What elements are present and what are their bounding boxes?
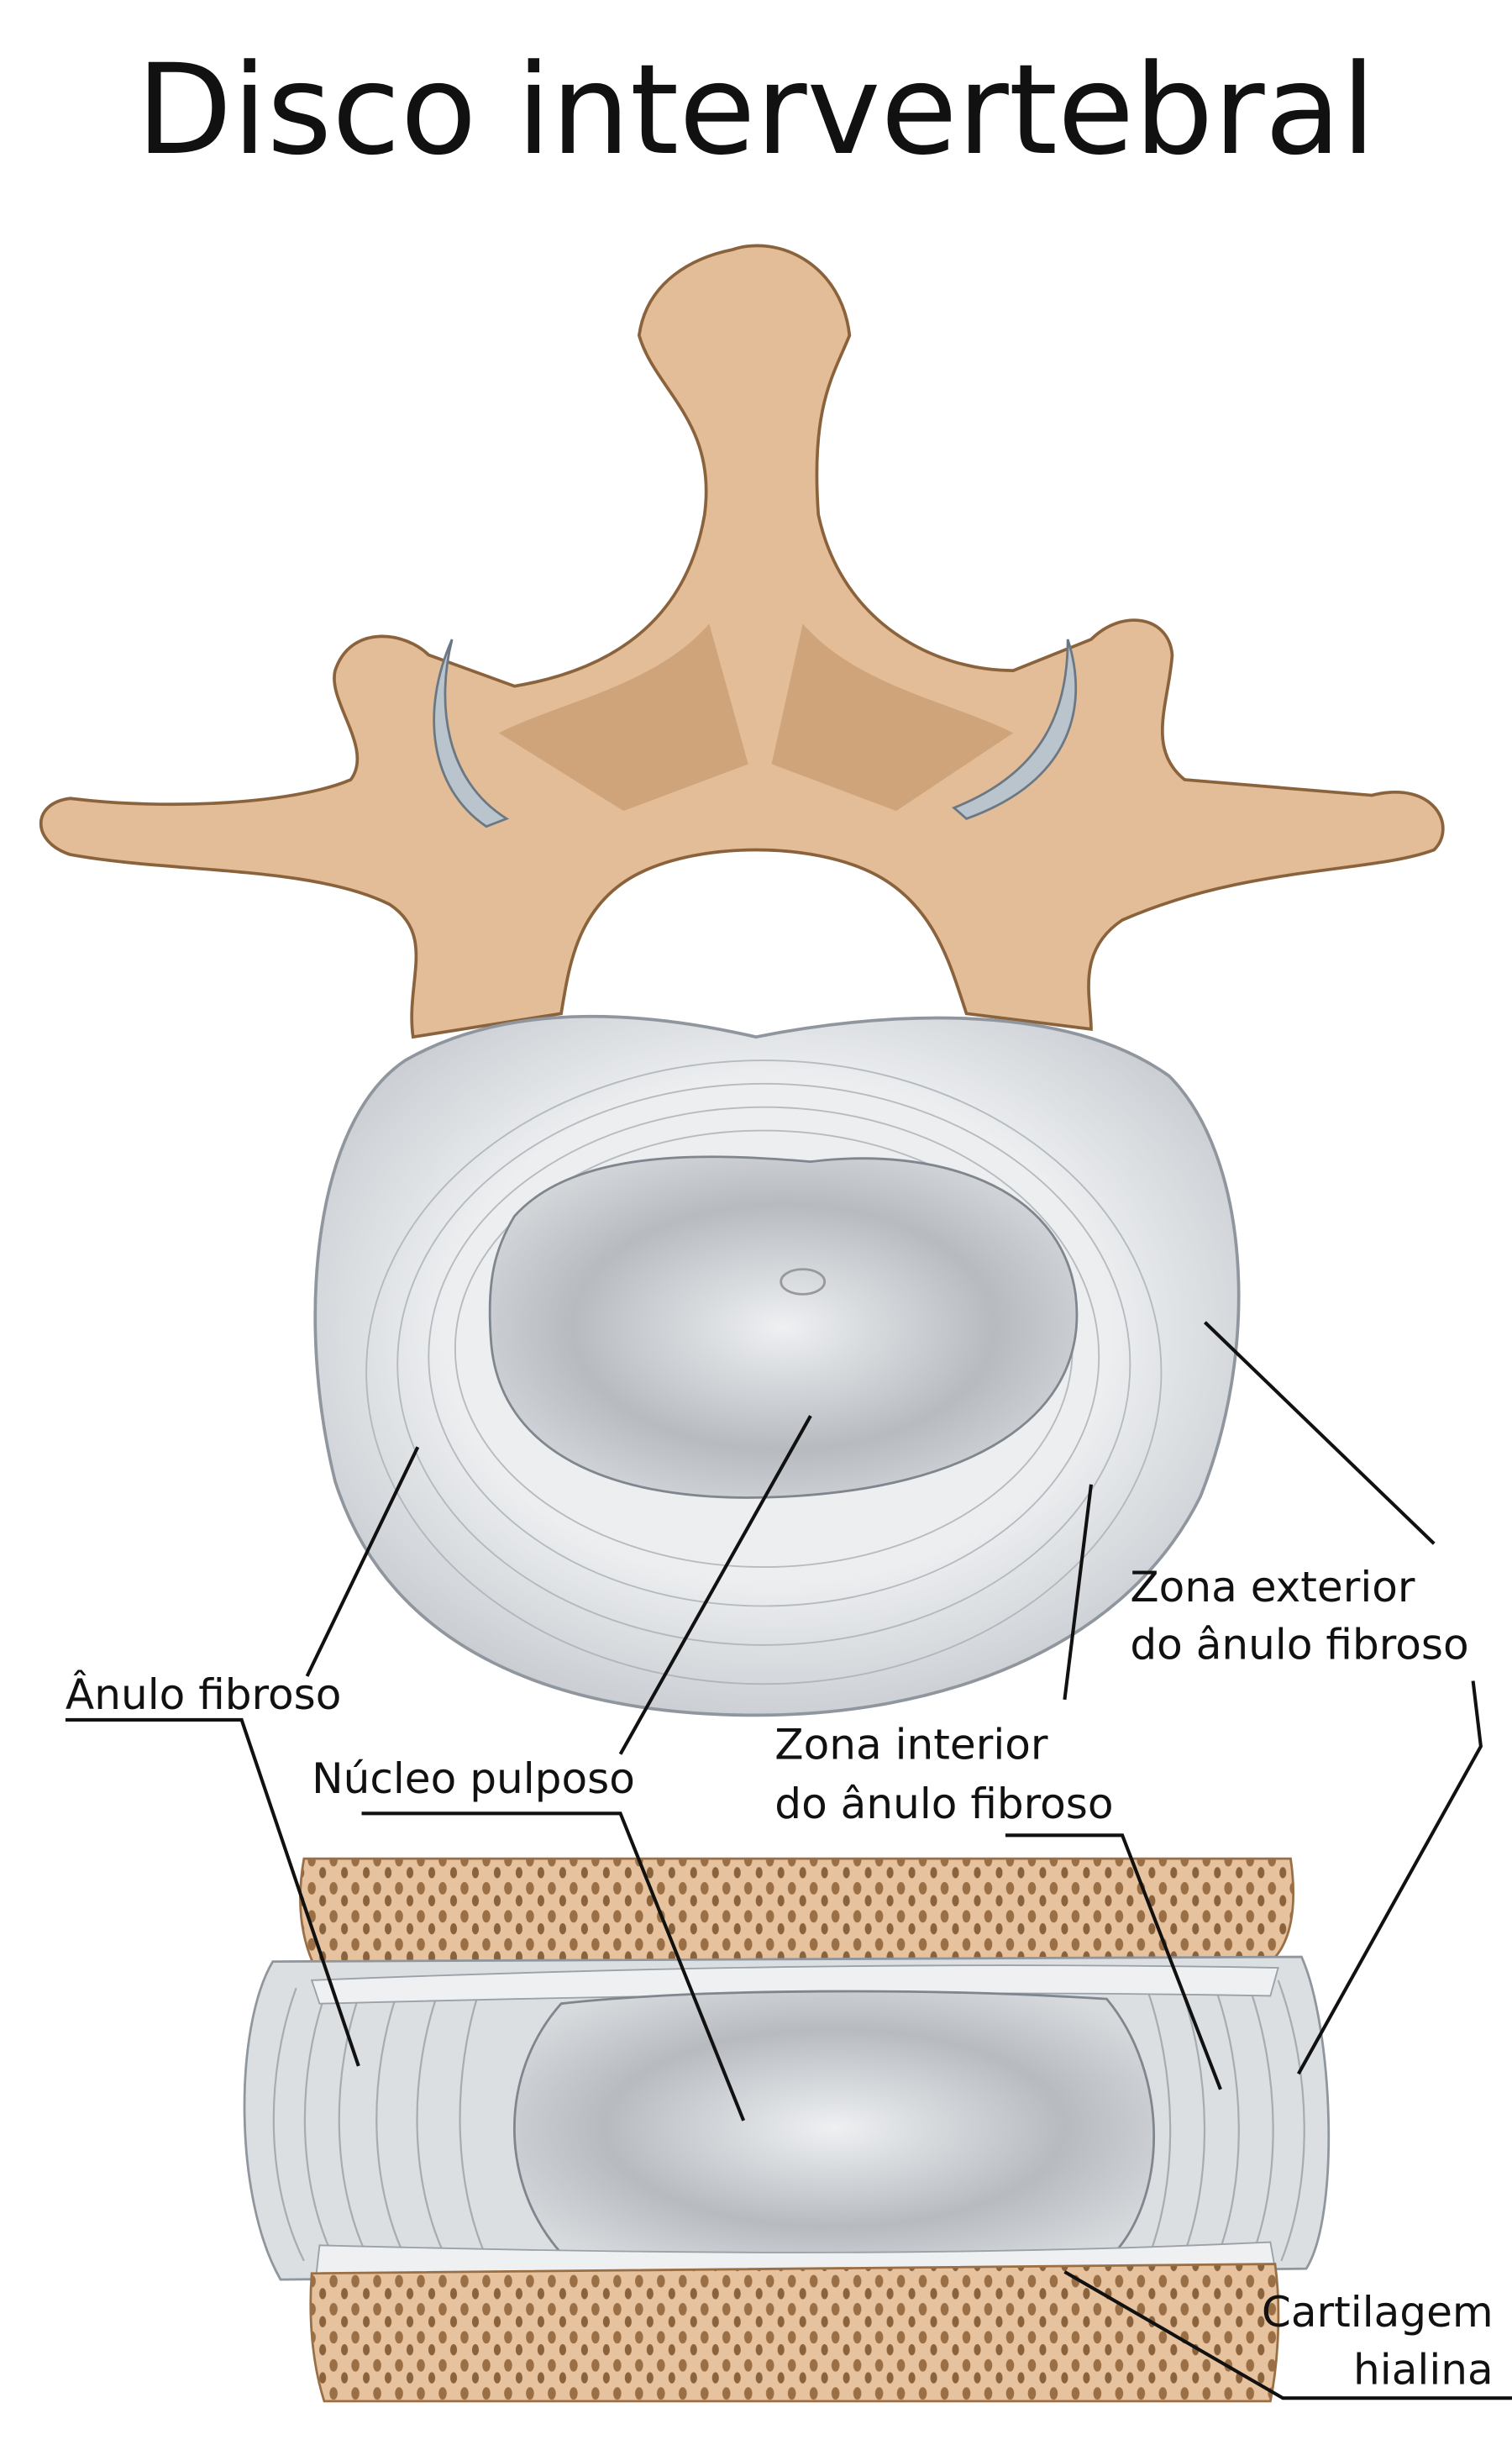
facet-cartilage-right [952,639,1078,820]
diagram-title: Disco intervertebral [136,38,1376,183]
label-cartilagem-line2: hialina [1353,2344,1494,2394]
disc-top-view [313,1014,1241,1717]
disc-side-view [243,1857,1331,2403]
nucleus-pulposus-top [488,1155,1079,1499]
label-zona-exterior-line1: Zona exterior [1130,1562,1415,1612]
label-zona-exterior-line2: do ânulo fibroso [1130,1620,1468,1669]
vertebral-body-lower [309,2263,1280,2403]
nucleus-pulposus-side [513,1990,1156,2267]
facet-cartilage-left [433,639,510,828]
vertebral-arch [39,244,1445,1039]
label-cartilagem-line1: Cartilagem [1262,2287,1494,2337]
label-nucleo-pulposo: Núcleo pulposo [312,1754,635,1803]
label-zona-interior-line2: do ânulo fibroso [774,1779,1113,1828]
leader-lines [65,1321,1512,2400]
label-anulo-fibroso: Ânulo fibroso [66,1669,342,1719]
label-zona-interior-line1: Zona interior [774,1719,1048,1769]
hyaline-cartilage-upper [310,1964,1279,2005]
